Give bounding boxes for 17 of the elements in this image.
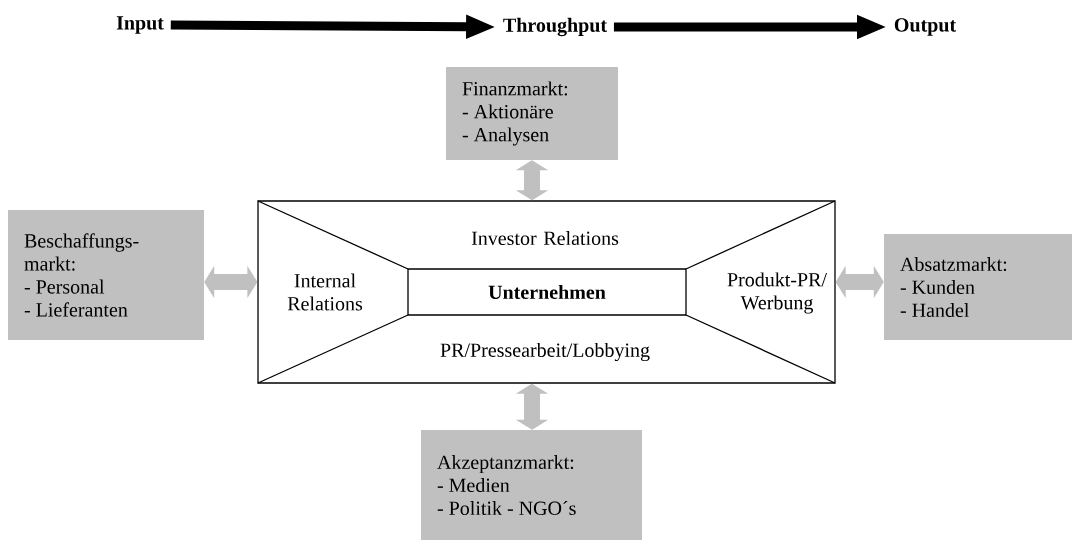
stage-label: Output (894, 18, 957, 36)
market-box: Absatzmarkt: - Kunden - Handel (884, 234, 1072, 340)
market-box: Akzeptanzmarkt: - Medien - Politik - NGO´s (421, 430, 642, 540)
market-box: Finanzmarkt: - Aktionäre - Analysen (446, 67, 618, 160)
relation-label: PR/Pressearbeit/Lobbying (440, 342, 650, 362)
stage-label: Throughput (503, 17, 607, 37)
relation-label: Investor Relations (471, 230, 619, 245)
company-box: Unternehmen (407, 268, 687, 316)
double-arrow (204, 265, 258, 299)
stage-label: Input (116, 16, 164, 34)
double-arrow (515, 160, 549, 201)
market-box: Beschaffungs- markt: - Personal - Lieferanten (8, 210, 204, 340)
relation-label: Internal Relations (287, 273, 363, 311)
company-frame (257, 200, 836, 384)
relation-label: Produkt-PR/ Werbung (727, 272, 827, 314)
double-arrow (515, 383, 549, 430)
double-arrow (835, 265, 884, 299)
